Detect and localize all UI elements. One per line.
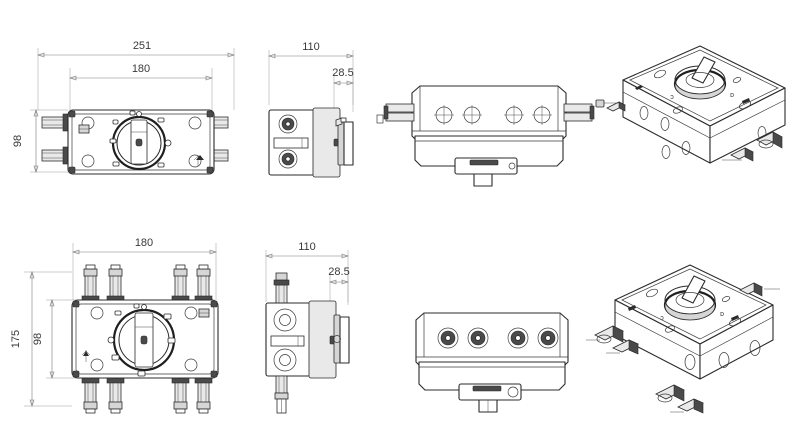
iso-marker-right <box>742 98 750 104</box>
dim-label-251: 251 <box>133 40 151 52</box>
cable-gland-bottom-3 <box>171 377 190 414</box>
enclosure-body-bottom-side <box>265 300 337 379</box>
svg-text:ᴅ: ᴅ <box>730 92 734 99</box>
side-tab-left-top-front <box>383 103 415 122</box>
cable-gland-iso-left <box>595 99 626 112</box>
view-top-front <box>383 85 595 187</box>
enclosure-body-bottom-front <box>415 312 569 391</box>
cable-gland-iso-right-b <box>756 131 783 149</box>
dim-label-98-top: 98 <box>12 135 24 147</box>
cable-gland-iso2-e <box>739 282 780 297</box>
cable-gland-iso2-d <box>670 398 704 414</box>
dim-label-285-top: 28.5 <box>332 67 353 79</box>
dim-label-285-bottom: 28.5 <box>328 266 349 278</box>
dim-label-175: 175 <box>10 330 22 348</box>
dim-label-110-bottom: 110 <box>298 241 316 253</box>
cable-gland-bottom-4 <box>194 377 213 414</box>
cable-gland-iso2-b <box>606 339 639 355</box>
gland-stem-top-bottom-side <box>273 272 290 304</box>
view-bottom-iso: ɔ ᴅ <box>586 264 780 414</box>
knob-profile-bottom-side <box>329 314 350 364</box>
dim-285-bottom: 28.5 <box>328 266 350 305</box>
top-side-detail-tab <box>376 114 384 124</box>
ground-symbol-top-plan <box>193 155 204 166</box>
dim-label-180-top: 180 <box>132 63 150 75</box>
cable-gland-bottom-1 <box>81 377 100 414</box>
knob-profile-top-side <box>333 117 354 166</box>
dim-180-bottom: 180 <box>72 237 217 300</box>
view-top-iso: ɔ ᴅ <box>595 45 786 164</box>
view-bottom-front <box>415 312 569 413</box>
dim-98-top: 98 <box>12 109 68 173</box>
dim-285-top: 28.5 <box>332 67 354 112</box>
iso2-marker-right <box>731 315 739 321</box>
view-top-plan: 251 180 98 <box>12 40 235 175</box>
dim-98-bottom: 98 <box>32 299 76 379</box>
bottom-bracket-bottom-front <box>458 383 522 413</box>
enclosure-iso-bottom: ɔ ᴅ <box>586 264 780 414</box>
round-connectors-bottom-front <box>437 327 559 349</box>
bottom-bracket-top-front <box>454 157 518 187</box>
cable-gland-top-2 <box>106 264 125 302</box>
cable-gland-iso2-a <box>586 325 624 344</box>
enclosure-body-top-side <box>268 107 341 178</box>
dim-110-top: 110 <box>268 41 354 105</box>
dim-label-98-bottom: 98 <box>32 333 44 345</box>
dim-175-bottom: 175 <box>10 271 72 407</box>
svg-text:ɔ: ɔ <box>670 94 674 101</box>
svg-text:ᴅ: ᴅ <box>720 311 724 318</box>
cable-gland-bottom-2 <box>106 377 125 414</box>
dim-label-180-bottom: 180 <box>135 237 153 249</box>
dim-label-110-top: 110 <box>302 41 320 53</box>
dim-251: 251 <box>37 40 235 110</box>
iso-marker-left <box>635 85 643 90</box>
dim-180-top: 180 <box>69 63 213 112</box>
cable-gland-iso-right-a <box>722 147 754 162</box>
cable-gland-top-1 <box>81 264 100 302</box>
view-bottom-side: 110 28.5 <box>265 241 350 414</box>
side-tab-right-top-front <box>563 103 595 122</box>
gland-stem-bottom-bottom-side <box>274 375 289 414</box>
enclosure-body-top-front <box>411 85 567 167</box>
cable-gland-top-3 <box>171 264 190 302</box>
ground-symbol-bottom-plan <box>81 350 91 362</box>
svg-text:ɔ: ɔ <box>660 315 664 322</box>
rotary-knob-bottom-plan <box>107 303 176 377</box>
rotary-knob-top-plan <box>109 110 172 171</box>
cable-entries-top-front <box>434 105 552 125</box>
view-top-side: 110 28.5 <box>268 41 384 178</box>
enclosure-iso-top: ɔ ᴅ <box>595 45 786 164</box>
iso2-marker-left <box>628 305 636 311</box>
view-bottom-plan: 180 175 98 <box>10 237 219 414</box>
cable-gland-top-4 <box>194 264 213 302</box>
cable-gland-iso2-c <box>655 384 685 403</box>
